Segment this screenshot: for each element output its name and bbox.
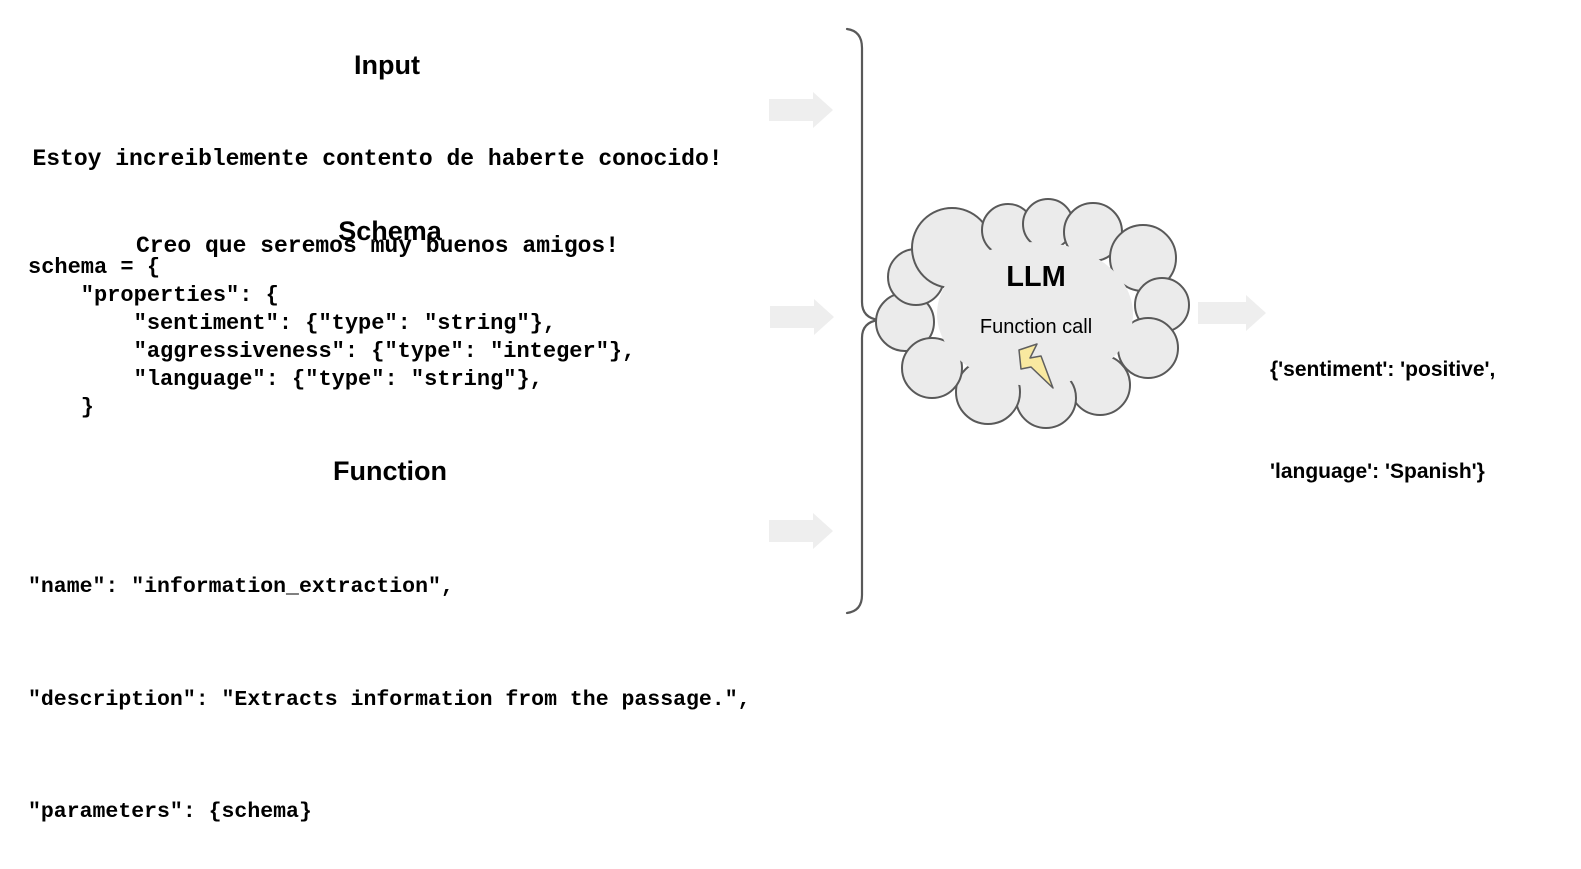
output-text: {'sentiment': 'positive', 'language': 'S… [1270,285,1495,523]
input-line: Creo que seremos muy buenos amigos! [135,233,620,259]
llm-subtitle: Function call [979,316,1093,338]
llm-cloud [875,198,1190,429]
function-code: "name": "information_extraction", "descr… [28,494,751,869]
schema-title: Schema [338,216,442,246]
function-line: "parameters": {schema} [28,800,312,824]
input-title: Input [354,50,420,80]
function-line: "name": "information_extraction", [28,575,454,599]
lightning-bolt-icon [1018,343,1054,389]
input-arrow-icon [769,92,833,128]
output-line: {'sentiment': 'positive', [1270,358,1496,381]
llm-cloud-center [937,242,1133,386]
input-text: Estoy increiblemente contento de haberte… [30,87,725,290]
output-arrow-icon [1198,295,1266,331]
function-line: "description": "Extracts information fro… [28,687,751,712]
curly-brace [845,27,880,615]
output-line: 'language': 'Spanish'} [1270,460,1485,483]
diagram-graphics [769,27,1266,615]
llm-title: LLM [1006,261,1066,293]
input-line: Estoy increiblemente contento de haberte… [32,146,723,172]
function-arrow-icon [769,513,833,549]
schema-arrow-icon [770,299,834,335]
diagram-canvas: { "sections": { "input": { "title": "Inp… [28,27,1496,824]
schema-code: schema = { "properties": { "sentiment": … [28,255,636,420]
function-title: Function [333,456,447,486]
